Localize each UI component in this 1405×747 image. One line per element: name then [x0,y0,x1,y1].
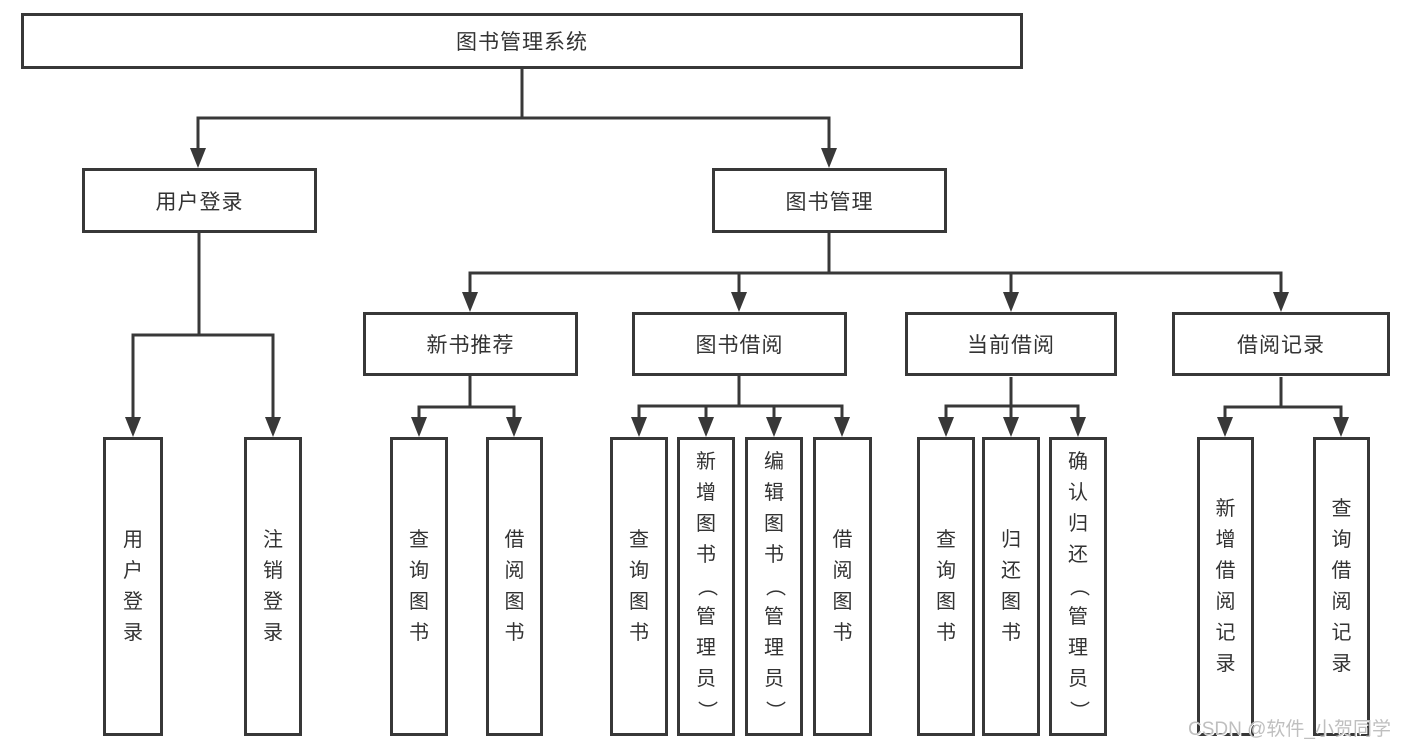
watermark: CSDN @软件_小贺同学 [1188,719,1391,740]
leaf-return-book: 归还图书 [982,437,1040,736]
leaf-query-book-3: 查询图书 [917,437,975,736]
leaf-add-book-admin-label: 新增图书（管理员） [695,451,718,721]
leaf-logout-label: 注销登录 [263,528,283,644]
node-book-management: 图书管理 [712,168,947,233]
leaf-logout: 注销登录 [244,437,302,736]
leaf-confirm-return-admin-label: 确认归还（管理员） [1067,451,1090,721]
leaf-borrow-book-2-label: 借阅图书 [832,528,853,644]
leaf-query-borrow-record-label: 查询借阅记录 [1331,497,1352,675]
leaf-edit-book-admin: 编辑图书（管理员） [745,437,803,736]
leaf-query-book-1-label: 查询图书 [409,528,429,644]
leaf-query-book-2-label: 查询图书 [629,528,649,644]
node-borrow-records-label: 借阅记录 [1237,334,1325,357]
leaf-confirm-return-admin: 确认归还（管理员） [1049,437,1107,736]
leaf-return-book-label: 归还图书 [1001,528,1021,644]
leaf-query-borrow-record: 查询借阅记录 [1313,437,1370,736]
leaf-borrow-book-2: 借阅图书 [813,437,872,736]
leaf-user-login: 用户登录 [103,437,163,736]
node-user-login-label: 用户登录 [155,190,244,214]
node-root: 图书管理系统 [21,13,1023,69]
node-current-borrow-label: 当前借阅 [967,334,1055,357]
node-new-book-recommend: 新书推荐 [363,312,578,376]
node-root-label: 图书管理系统 [456,31,588,54]
leaf-query-book-1: 查询图书 [390,437,448,736]
leaf-borrow-book-1-label: 借阅图书 [504,528,525,644]
node-user-login: 用户登录 [82,168,317,233]
node-current-borrow: 当前借阅 [905,312,1117,376]
leaf-add-borrow-record: 新增借阅记录 [1197,437,1254,736]
node-new-book-recommend-label: 新书推荐 [426,334,515,357]
node-book-management-label: 图书管理 [785,190,874,214]
leaf-add-book-admin: 新增图书（管理员） [677,437,735,736]
node-book-borrow: 图书借阅 [632,312,847,376]
node-borrow-records: 借阅记录 [1172,312,1390,376]
leaf-borrow-book-1: 借阅图书 [486,437,543,736]
leaf-edit-book-admin-label: 编辑图书（管理员） [763,451,786,721]
leaf-query-book-3-label: 查询图书 [936,528,956,644]
leaf-user-login-label: 用户登录 [123,528,143,644]
node-book-borrow-label: 图书借阅 [695,334,784,357]
leaf-query-book-2: 查询图书 [610,437,668,736]
leaf-add-borrow-record-label: 新增借阅记录 [1215,497,1236,675]
